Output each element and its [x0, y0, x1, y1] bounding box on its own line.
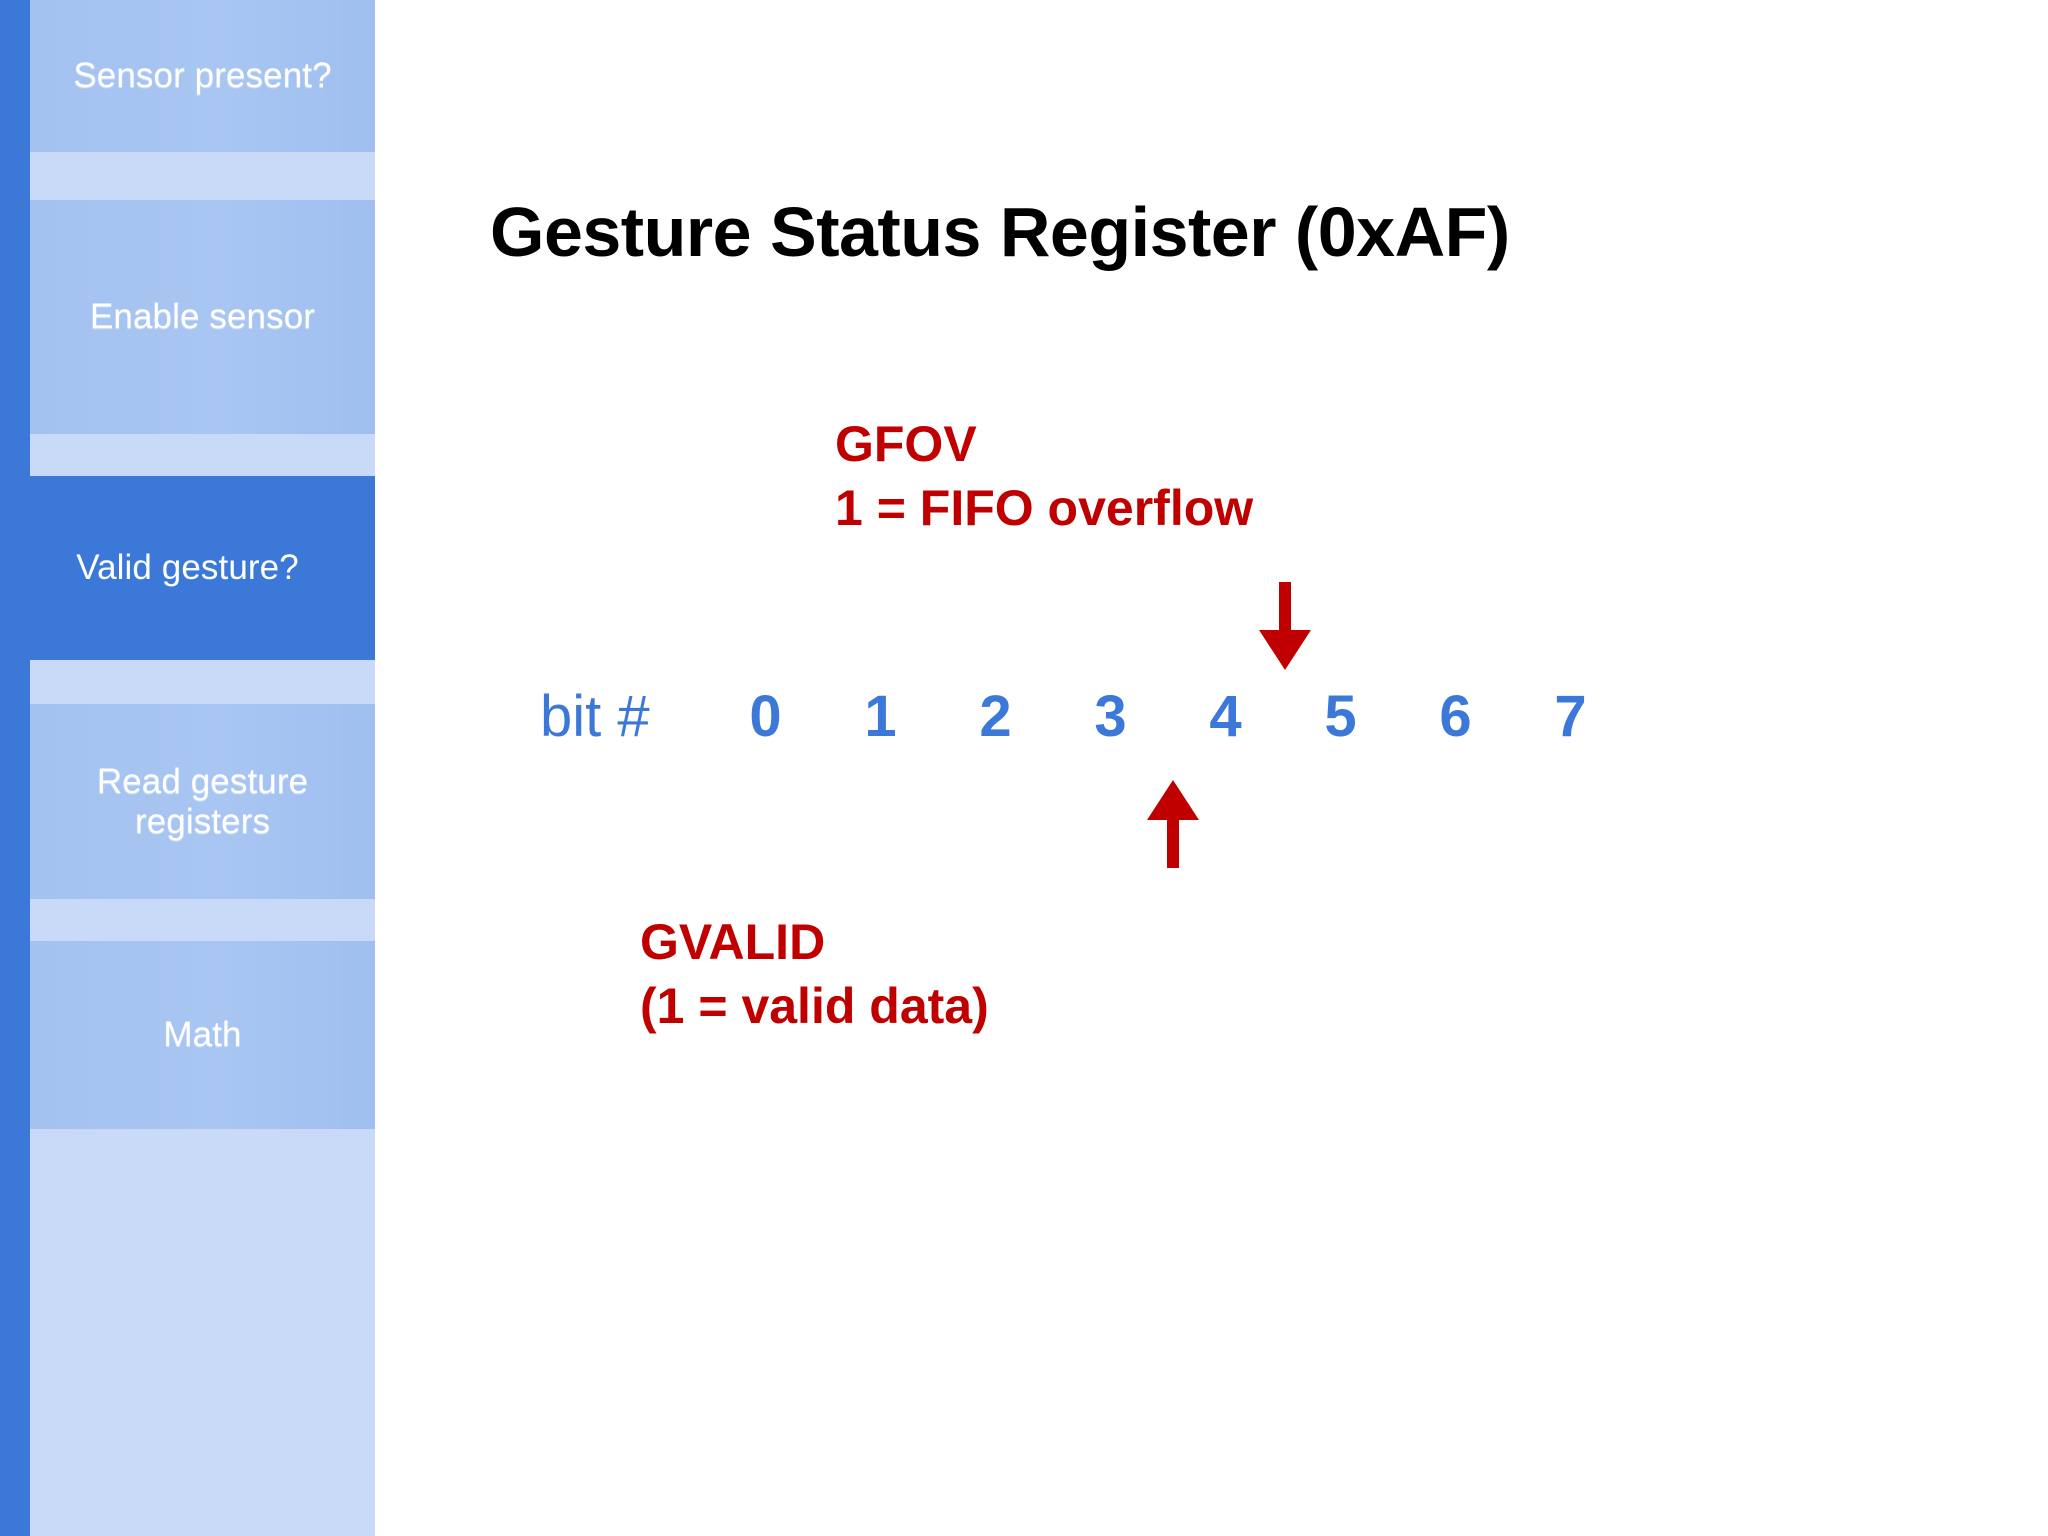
bit-5[interactable]: 5 [1324, 684, 1357, 749]
bit-6[interactable]: 6 [1439, 684, 1472, 749]
bit-row-label: bit # [540, 684, 650, 749]
sidebar-item-label: Math [163, 1015, 242, 1055]
bit-7[interactable]: 7 [1554, 684, 1587, 749]
gvalid-callout-text: GVALID (1 = valid data) [640, 914, 989, 1034]
sidebar-item-valid-gesture[interactable]: Valid gesture? [0, 476, 375, 660]
sidebar-gap-0 [30, 152, 375, 200]
sidebar-item-label: Sensor present? [73, 56, 332, 96]
bit-number-row: bit # 0 1 2 3 4 5 6 7 [540, 683, 1628, 750]
sidebar-item-enable-sensor[interactable]: Enable sensor [30, 200, 375, 434]
bit-4[interactable]: 4 [1209, 684, 1242, 749]
page-title: Gesture Status Register (0xAF) [490, 193, 1510, 271]
slide-content-area: Gesture Status Register (0xAF) GFOV 1 = … [375, 0, 2048, 1536]
sidebar-item-math[interactable]: Math [30, 941, 375, 1129]
down-arrow-icon [1259, 582, 1311, 670]
up-arrow-icon [1147, 780, 1199, 868]
sidebar-item-label: Enable sensor [89, 297, 316, 337]
bit-1[interactable]: 1 [864, 684, 897, 749]
sidebar-gap-3 [30, 899, 375, 941]
gfov-callout-text: GFOV 1 = FIFO overflow [835, 416, 1254, 536]
sidebar-item-label: Read gesture registers [96, 761, 309, 841]
sidebar-gap-2 [30, 660, 375, 704]
sidebar-navigation: Sensor present? Enable sensor Valid gest… [0, 0, 375, 1536]
sidebar-item-read-gesture-registers[interactable]: Read gesture registers [30, 704, 375, 899]
sidebar-empty-tail [30, 1129, 375, 1536]
sidebar-item-sensor-present[interactable]: Sensor present? [30, 0, 375, 152]
bit-3[interactable]: 3 [1094, 684, 1127, 749]
bit-2[interactable]: 2 [979, 684, 1012, 749]
sidebar-gap-1 [30, 434, 375, 476]
bit-0[interactable]: 0 [749, 684, 782, 749]
sidebar-item-label: Valid gesture? [76, 548, 299, 588]
